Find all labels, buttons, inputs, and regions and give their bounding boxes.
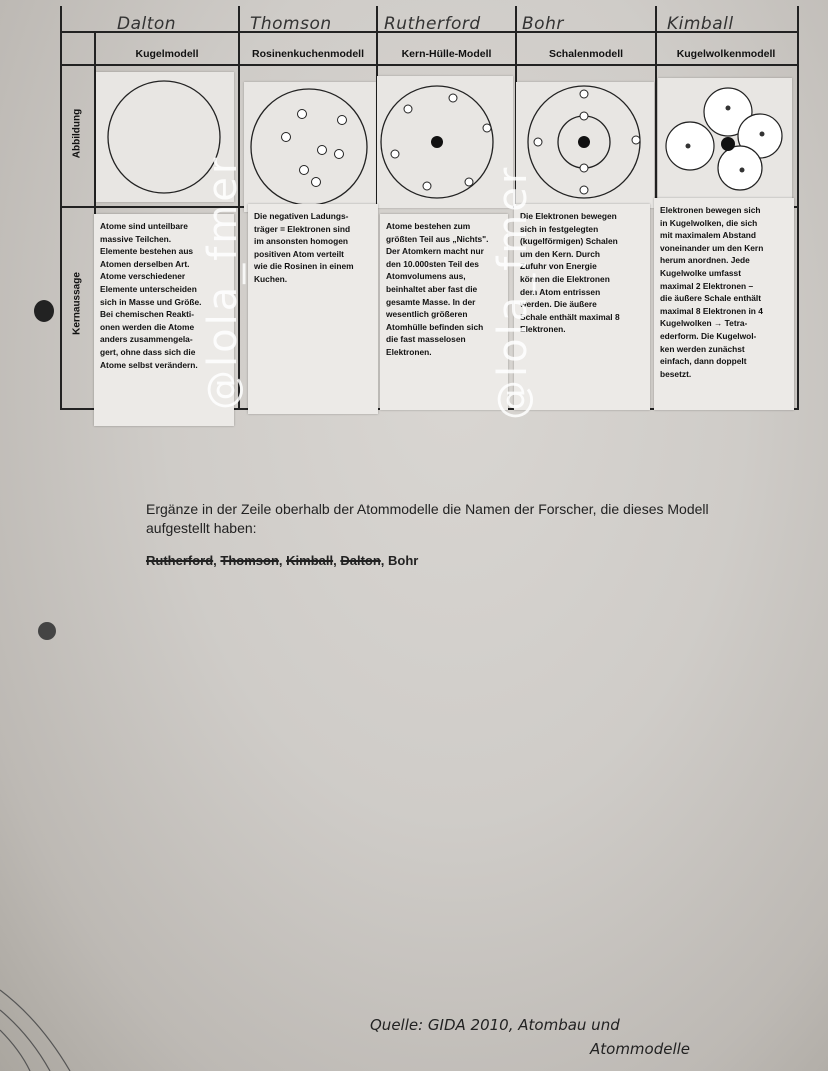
nucleus-icon	[431, 136, 443, 148]
nucleus-icon	[578, 136, 590, 148]
answer-name: Kimball	[286, 553, 334, 568]
answer-name: Bohr	[388, 553, 419, 568]
answer-separator: ,	[380, 553, 389, 568]
model-name: Kugelmodell	[135, 48, 199, 60]
electron-icon	[685, 143, 691, 149]
kimball-atom-diagram	[665, 87, 783, 191]
source-line-2: Atommodelle	[590, 1040, 691, 1058]
kimball-model-image	[658, 78, 792, 202]
electron-cloud	[703, 87, 753, 137]
model-name: Schalenmodell	[548, 48, 624, 60]
answer-name: Rutherford	[146, 553, 214, 568]
row-label-statement: Kernaussage	[71, 272, 83, 335]
rutherford-model-image	[377, 76, 513, 208]
electron-icon	[448, 93, 458, 103]
rutherford-statement: Atome bestehen zum größten Teil aus „Nic…	[380, 214, 508, 410]
electron-icon	[390, 149, 400, 159]
scientist-name-dalton: Dalton	[117, 14, 177, 34]
row-label-image: Abbildung	[71, 108, 83, 159]
rutherford-shell	[380, 85, 494, 199]
watermark-text: @lola_fmer	[490, 164, 536, 420]
answer-separator: ,	[333, 553, 341, 568]
electron-icon	[725, 105, 731, 111]
punch-hole	[38, 622, 56, 640]
electron-icon	[533, 137, 543, 147]
source-note: Quelle: GIDA 2010, Atombau und Atommodel…	[370, 1013, 690, 1061]
kimball-statement: Elektronen bewegen sich in Kugelwolken, …	[654, 198, 794, 410]
dalton-atom-diagram	[107, 80, 221, 194]
electron-icon	[317, 145, 327, 155]
corner-curves	[0, 989, 71, 1071]
thomson-model-image	[244, 82, 376, 212]
scientist-name-rutherford: Rutherford	[384, 14, 481, 34]
table-rule	[62, 31, 797, 33]
bohr-statement: Die Elektronen bewegen sich in festgeleg…	[514, 204, 650, 410]
thomson-atom-diagram	[250, 88, 368, 206]
thomson-sphere	[250, 88, 368, 206]
rutherford-atom-diagram	[380, 85, 494, 199]
electron-icon	[482, 123, 492, 133]
table-rule	[62, 64, 797, 66]
electron-icon	[403, 104, 413, 114]
answer-separator: ,	[213, 553, 221, 568]
dalton-statement: Atome sind unteilbare massive Teilchen. …	[94, 214, 234, 426]
electron-cloud	[717, 145, 763, 191]
electron-icon	[739, 167, 745, 173]
table-divider	[238, 6, 240, 410]
scientist-name-kimball: Kimball	[667, 14, 734, 34]
electron-icon	[337, 115, 347, 125]
model-name: Rosinenkuchenmodell	[251, 48, 365, 60]
instruction-text: Ergänze in der Zeile oberhalb der Atommo…	[146, 501, 709, 536]
nucleus-icon	[721, 137, 735, 151]
electron-icon	[422, 181, 432, 191]
dalton-sphere	[107, 80, 221, 194]
electron-icon	[334, 149, 344, 159]
scientist-name-thomson: Thomson	[250, 14, 332, 34]
model-name: Kern-Hülle-Modell	[401, 48, 492, 60]
bohr-model-image	[516, 82, 654, 208]
electron-icon	[759, 131, 765, 137]
thomson-statement: Die negativen Ladungs- träger = Elektron…	[248, 204, 378, 414]
electron-icon	[464, 177, 474, 187]
electron-icon	[579, 163, 589, 173]
electron-icon	[297, 109, 307, 119]
scientist-name-bohr: Bohr	[522, 14, 564, 34]
bohr-atom-diagram	[527, 85, 641, 199]
answer-separator: ,	[278, 553, 287, 568]
answer-name: Dalton	[340, 553, 381, 568]
electron-icon	[631, 135, 641, 145]
electron-icon	[579, 89, 589, 99]
watermark-text: @lola_fmer	[200, 154, 246, 410]
dalton-model-image	[96, 72, 234, 202]
source-line-1: Quelle: GIDA 2010, Atombau und	[370, 1016, 620, 1034]
answer-line: Rutherford, Thomson, Kimball, Dalton, Bo…	[146, 553, 418, 568]
electron-icon	[579, 111, 589, 121]
electron-icon	[311, 177, 321, 187]
electron-icon	[299, 165, 309, 175]
punch-hole	[34, 300, 54, 322]
answer-name: Thomson	[220, 553, 279, 568]
electron-icon	[579, 185, 589, 195]
model-name: Kugelwolkenmodell	[676, 48, 776, 60]
electron-icon	[281, 132, 291, 142]
